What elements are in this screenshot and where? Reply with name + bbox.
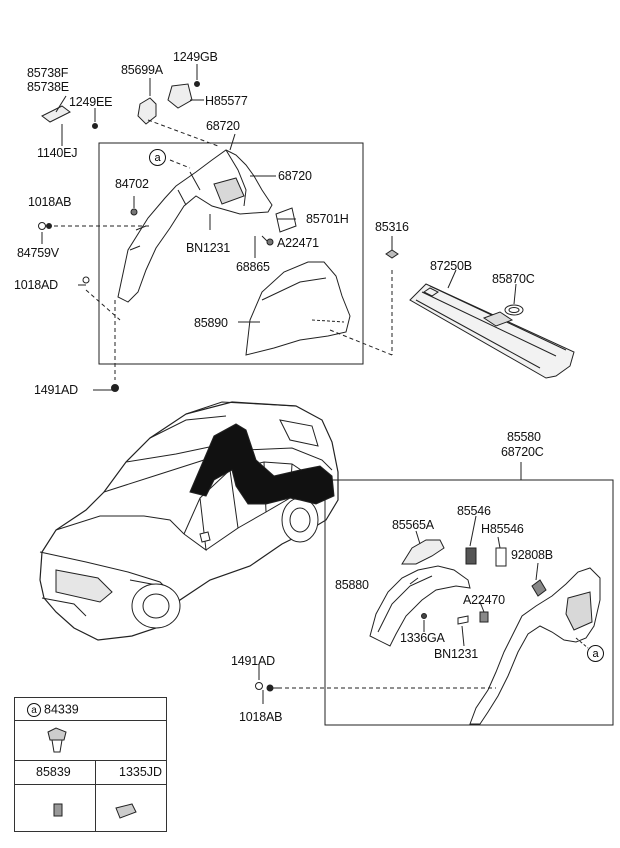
trim-quarter-lower [469,567,601,725]
callout-a-lower: a [587,645,604,662]
label-68865: 68865 [236,260,270,274]
label-A22470: A22470 [463,593,505,607]
label-H85546: H85546 [481,522,524,536]
label-85546: 85546 [457,504,491,518]
part-84339-label: 84339 [44,702,79,717]
bracket-85699A [137,97,157,125]
label-68720-right: 68720 [278,169,312,183]
label-A22471: A22471 [277,236,319,250]
table-cell-85839: 85839 [36,765,71,779]
upper-group-frame [98,142,364,365]
label-1018AB-bottom: 1018AB [239,710,283,724]
label-84702: 84702 [115,177,149,191]
label-85890: 85890 [194,316,228,330]
trim-85880 [369,565,471,647]
lower-group-frame [324,479,614,726]
label-1249GB: 1249GB [173,50,218,64]
label-1491AD-bottom: 1491AD [231,654,275,668]
label-1336GA: 1336GA [400,631,445,645]
label-92808B: 92808B [511,548,553,562]
label-87250B: 87250B [430,259,472,273]
vehicle-body [39,401,339,641]
label-85880: 85880 [335,578,369,592]
label-85701H: 85701H [306,212,349,226]
label-BN1231-bottom: BN1231 [434,647,478,661]
label-85738E: 85738E [27,80,69,94]
label-85699A: 85699A [121,63,163,77]
label-1018AD: 1018AD [14,278,58,292]
clip-1335JD-icon [115,803,137,819]
label-85738F: 85738F [27,66,69,80]
clip-85839-icon [53,803,63,817]
label-85316: 85316 [375,220,409,234]
label-1018AB-top: 1018AB [28,195,72,209]
label-85870C: 85870C [492,272,535,286]
plate-85701H [275,207,297,233]
panel-85890 [245,261,351,356]
callout-a-upper: a [149,149,166,166]
sill-plate-87250B [409,283,575,379]
table-circle-a: a [27,703,41,717]
table-cell-1335JD: 1335JD [119,765,163,779]
label-85580: 85580 [507,430,541,444]
label-1491AD-top: 1491AD [34,383,78,397]
highlighted-trim-area [189,423,335,505]
label-H85577: H85577 [205,94,248,108]
label-68720C: 68720C [501,445,544,459]
quarter-trim-panel-upper [117,149,273,303]
clip-84339-icon [47,727,67,741]
label-1140EJ: 1140EJ [37,146,78,160]
label-1249EE: 1249EE [69,95,113,109]
trim-85565A [401,539,445,565]
bracket-H85577 [167,83,193,109]
label-68720-top: 68720 [206,119,240,133]
label-85565A: 85565A [392,518,434,532]
label-BN1231-top: BN1231 [186,241,230,255]
label-84759V: 84759V [17,246,59,260]
